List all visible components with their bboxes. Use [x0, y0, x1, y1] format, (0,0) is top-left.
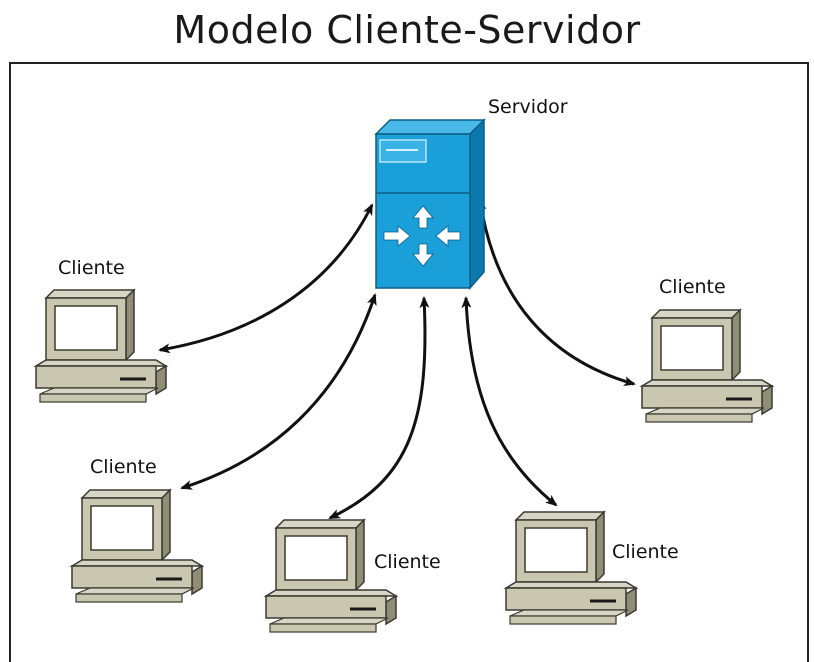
client-label-lower-left: Cliente: [90, 456, 157, 478]
server-router-icon: [374, 118, 486, 290]
connection-server-bottom-center: [328, 296, 430, 520]
server-label: Servidor: [488, 96, 568, 118]
client-label-right: Cliente: [659, 276, 726, 298]
connection-server-lower-left: [180, 293, 377, 490]
client-label-left: Cliente: [58, 257, 125, 279]
client-bottom-center-icon: [264, 518, 398, 634]
client-lower-left-icon: [70, 488, 204, 604]
client-bottom-right-icon: [504, 510, 638, 626]
diagram-title: Modelo Cliente-Servidor: [173, 8, 641, 52]
connections: [158, 198, 636, 520]
connection-server-bottom-right: [461, 296, 558, 507]
client-label-bottom-right: Cliente: [612, 541, 679, 563]
diagram-frame: [9, 62, 809, 662]
client-label-bottom-center: Cliente: [374, 551, 441, 573]
connection-server-right: [476, 198, 636, 387]
connection-server-left: [158, 203, 374, 354]
client-left-icon: [34, 288, 168, 404]
client-right-icon: [640, 308, 774, 424]
